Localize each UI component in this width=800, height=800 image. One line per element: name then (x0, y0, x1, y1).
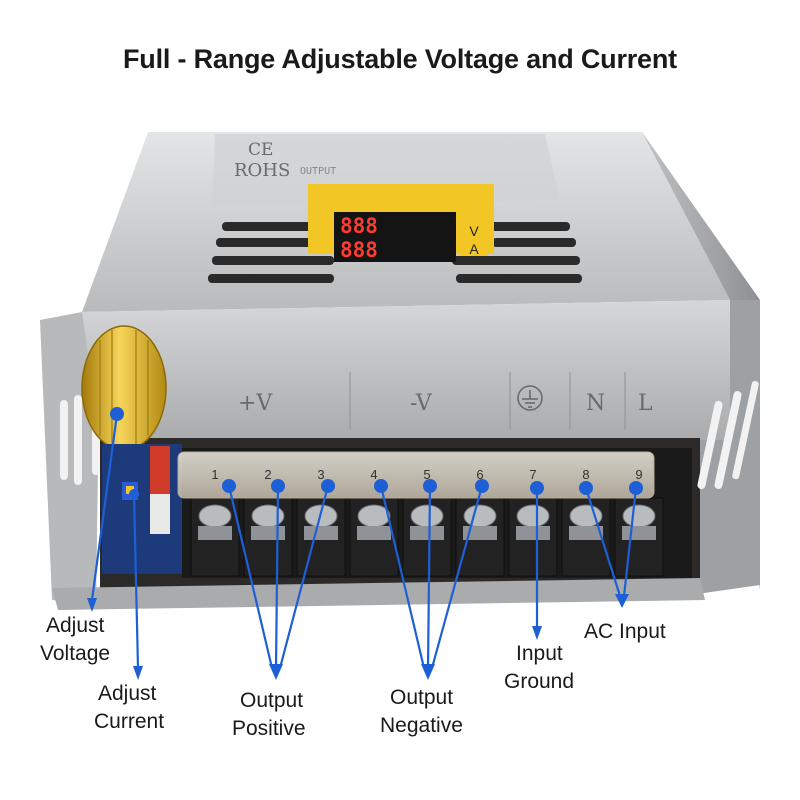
terminal-washer (463, 526, 497, 540)
volt-unit: V (469, 223, 479, 239)
terminal-block: 1 2 3 4 5 6 7 8 9 (177, 448, 692, 578)
callouts (87, 407, 643, 680)
marking-minus-v: -V (410, 391, 433, 416)
panel-markings: +V -V N L (238, 372, 653, 430)
terminal-number: 2 (264, 467, 271, 482)
rohs-mark: ROHS (234, 160, 290, 181)
ce-mark: CE (248, 140, 273, 160)
callout-arrowheads (87, 594, 629, 680)
terminal-screw[interactable] (410, 504, 444, 528)
label-ac-input: AC Input (584, 620, 666, 643)
label-adjust-voltage-1: Adjust (46, 614, 105, 637)
label-output-negative-2: Negative (380, 714, 463, 737)
ground-symbol-icon (517, 385, 543, 411)
terminal-washer (198, 526, 232, 540)
terminal-screw[interactable] (516, 504, 550, 528)
terminal-washer (569, 526, 603, 540)
amp-unit: A (469, 241, 479, 257)
label-input-ground-2: Ground (504, 670, 574, 693)
label-adjust-current-2: Current (94, 710, 164, 733)
label-output-negative-1: Output (390, 686, 453, 709)
output-text: OUTPUT (300, 166, 336, 177)
terminal-number: 7 (529, 467, 536, 482)
top-vents (208, 222, 582, 283)
terminal-number: 8 (582, 467, 589, 482)
terminal-washer (251, 526, 285, 540)
terminal-number: 4 (370, 467, 377, 482)
terminal-screw[interactable] (251, 504, 285, 528)
callout-lines (90, 413, 638, 669)
terminal-number: 9 (635, 467, 642, 482)
label-output-positive-2: Positive (232, 717, 306, 740)
terminal-screw[interactable] (622, 504, 656, 528)
label-adjust-voltage-2: Voltage (40, 642, 110, 665)
terminal-number: 5 (423, 467, 430, 482)
voltage-knob (81, 325, 167, 451)
terminal-washer (357, 526, 391, 540)
marking-plus-v: +V (238, 391, 273, 416)
terminal-number: 3 (317, 467, 324, 482)
terminal-washer (410, 526, 444, 540)
terminal-screw[interactable] (198, 504, 232, 528)
front-panel (82, 300, 730, 440)
label-output-positive-1: Output (240, 689, 303, 712)
terminal-number: 6 (476, 467, 483, 482)
terminal-washer (622, 526, 656, 540)
marking-n: N (586, 391, 605, 416)
current-reading: 888 (340, 238, 378, 262)
marking-l: L (638, 391, 653, 416)
label-adjust-current-1: Adjust (98, 682, 157, 705)
terminal-washer (516, 526, 550, 540)
terminal-numbers: 1 2 3 4 5 6 7 8 9 (211, 467, 642, 482)
terminal-number: 1 (211, 467, 218, 482)
terminal-screw[interactable] (463, 504, 497, 528)
page-title: Full - Range Adjustable Voltage and Curr… (123, 44, 677, 74)
callout-dots (110, 407, 643, 499)
display-module: 888 888 V A (308, 184, 494, 262)
voltage-reading: 888 (340, 214, 378, 238)
label-input-ground-1: Input (516, 642, 563, 665)
led-display (334, 212, 456, 262)
pcb-area (102, 444, 182, 574)
terminal-washer (304, 526, 338, 540)
callout-labels: Adjust Voltage Adjust Current Output Pos… (40, 614, 666, 740)
